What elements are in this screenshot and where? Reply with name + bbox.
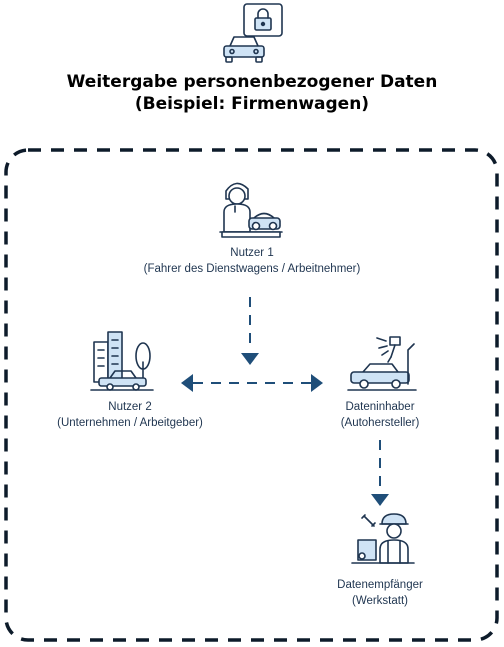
- connector-horizontal-bidirectional: [181, 374, 323, 392]
- node-nutzer2-desc: (Unternehmen / Arbeitgeber): [57, 417, 203, 429]
- boundary-dashed-frame: [4, 148, 499, 642]
- mechanic-icon: [351, 513, 415, 564]
- node-dateninhaber-name: Dateninhaber: [345, 401, 415, 413]
- node-datenempfaenger-name: Datenempfänger: [337, 579, 423, 591]
- diagram-subtitle: (Beispiel: Firmenwagen): [134, 94, 370, 114]
- driver-with-car-icon: [219, 182, 283, 238]
- node-nutzer2-name: Nutzer 2: [108, 401, 152, 413]
- node-dateninhaber-desc: (Autohersteller): [340, 417, 420, 429]
- node-nutzer1-name: Nutzer 1: [230, 247, 274, 259]
- connector-dateninhaber-down: [371, 440, 389, 506]
- node-nutzer1-desc: (Fahrer des Dienstwagens / Arbeitnehmer): [143, 263, 361, 275]
- car-lock-icon: [223, 3, 283, 63]
- connector-nutzer1-down: [241, 297, 259, 365]
- car-production-robot-icon: [347, 336, 417, 391]
- company-building-car-icon: [90, 331, 154, 391]
- node-datenempfaenger-desc: (Werkstatt): [351, 595, 408, 607]
- diagram-title: Weitergabe personenbezogener Daten: [66, 72, 438, 92]
